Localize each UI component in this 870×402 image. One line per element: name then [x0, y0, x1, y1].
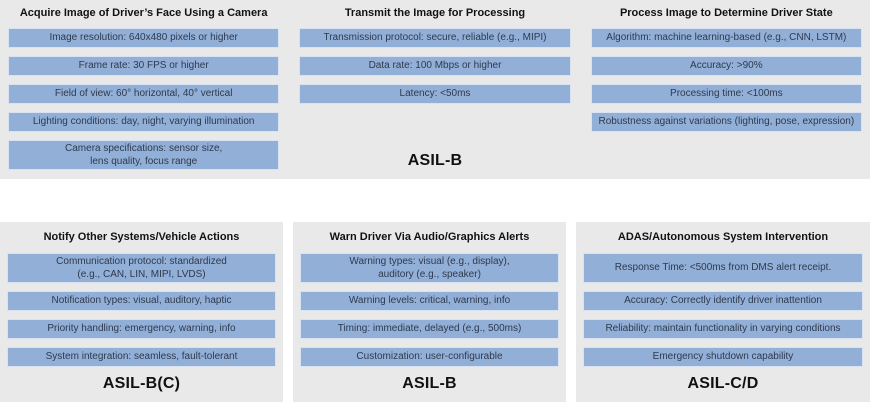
panel-acquire-image: Acquire Image of Driver’s Face Using a C… — [4, 0, 283, 179]
panel-title: Acquire Image of Driver’s Face Using a C… — [19, 7, 268, 19]
asil-badge: ASIL-B — [407, 152, 463, 169]
panel-title: Warn Driver Via Audio/Graphics Alerts — [329, 231, 530, 243]
requirement-bar: Timing: immediate, delayed (e.g., 500ms) — [300, 318, 559, 339]
bottom-requirements-row: Notify Other Systems/Vehicle Actions Com… — [0, 222, 870, 402]
requirement-bar: Image resolution: 640x480 pixels or high… — [8, 27, 280, 48]
panel-notify-systems: Notify Other Systems/Vehicle Actions Com… — [0, 222, 283, 402]
requirement-bar: Processing time: <100ms — [590, 83, 862, 104]
requirement-bar: Latency: <50ms — [299, 83, 571, 104]
requirement-bar: Transmission protocol: secure, reliable … — [299, 27, 571, 48]
requirement-bar: Reliability: maintain functionality in v… — [583, 318, 863, 339]
panel-warn-driver: Warn Driver Via Audio/Graphics Alerts Wa… — [293, 222, 566, 402]
requirement-bar: Notification types: visual, auditory, ha… — [7, 290, 276, 311]
panel-title: Transmit the Image for Processing — [344, 7, 526, 19]
requirement-bar: Field of view: 60° horizontal, 40° verti… — [8, 83, 280, 104]
row-separator — [0, 179, 870, 222]
panel-transmit-image: Transmit the Image for Processing Transm… — [295, 0, 574, 179]
requirement-bar: Lighting conditions: day, night, varying… — [8, 111, 280, 132]
requirement-bar: Emergency shutdown capability — [583, 346, 863, 367]
requirement-bars: Response Time: <500ms from DMS alert rec… — [583, 252, 863, 375]
requirement-bar: Camera specifications: sensor size, lens… — [8, 139, 280, 170]
requirement-bar: Frame rate: 30 FPS or higher — [8, 55, 280, 76]
requirement-bar: Accuracy: >90% — [590, 55, 862, 76]
requirement-bar: System integration: seamless, fault-tole… — [7, 346, 276, 367]
requirement-bar: Response Time: <500ms from DMS alert rec… — [583, 252, 863, 283]
requirement-bars: Communication protocol: standardized (e.… — [7, 252, 276, 375]
panel-title: Process Image to Determine Driver State — [619, 7, 833, 19]
asil-badge: ASIL-C/D — [687, 375, 759, 392]
panel-title: Notify Other Systems/Vehicle Actions — [43, 231, 240, 243]
requirement-bar: Customization: user-configurable — [300, 346, 559, 367]
panel-title: ADAS/Autonomous System Intervention — [617, 231, 829, 243]
requirement-bar: Communication protocol: standardized (e.… — [7, 252, 276, 283]
top-requirements-band: Acquire Image of Driver’s Face Using a C… — [0, 0, 870, 179]
requirement-bar: Robustness against variations (lighting,… — [590, 111, 862, 132]
requirement-bar: Warning levels: critical, warning, info — [300, 290, 559, 311]
requirement-bar: Algorithm: machine learning-based (e.g.,… — [590, 27, 862, 48]
requirement-bar: Priority handling: emergency, warning, i… — [7, 318, 276, 339]
panel-adas-intervention: ADAS/Autonomous System Intervention Resp… — [576, 222, 870, 402]
asil-badge: ASIL-B(C) — [102, 375, 181, 392]
requirement-bars: Warning types: visual (e.g., display), a… — [300, 252, 559, 375]
panel-process-image: Process Image to Determine Driver State … — [587, 0, 866, 179]
asil-badge: ASIL-B — [402, 375, 457, 392]
requirement-bar: Accuracy: Correctly identify driver inat… — [583, 290, 863, 311]
requirement-bar: Data rate: 100 Mbps or higher — [299, 55, 571, 76]
requirement-bar: Warning types: visual (e.g., display), a… — [300, 252, 559, 283]
